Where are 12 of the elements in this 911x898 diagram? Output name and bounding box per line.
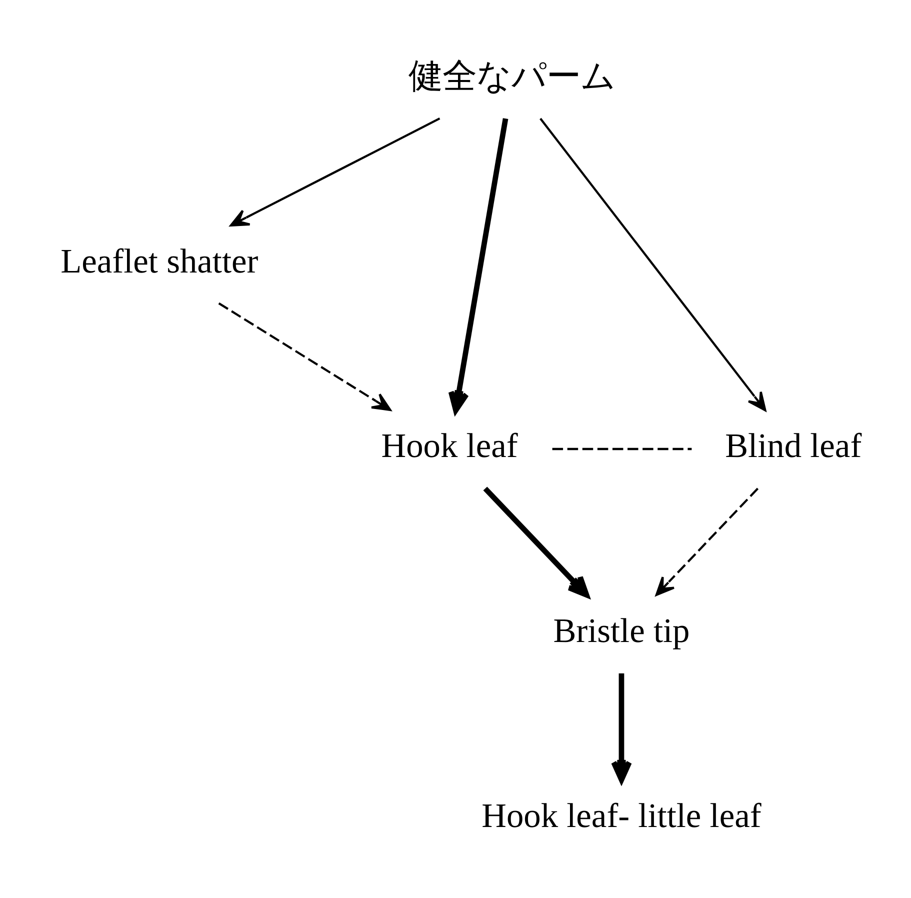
- node-text: 健全なパーム: [408, 58, 615, 96]
- node-text: Bristle tip: [552, 612, 690, 650]
- arrow: [654, 488, 758, 596]
- node-text: Hook leaf: [380, 427, 518, 466]
- arrow: [482, 486, 589, 598]
- arrow: [229, 118, 440, 226]
- arrow: [218, 302, 391, 411]
- node-text: Blind leaf: [724, 427, 862, 466]
- connector: [552, 448, 692, 450]
- arrow: [539, 118, 766, 412]
- node-text: Hook leaf- little leaf: [481, 796, 761, 835]
- node-text: Leaflet shatter: [60, 242, 258, 280]
